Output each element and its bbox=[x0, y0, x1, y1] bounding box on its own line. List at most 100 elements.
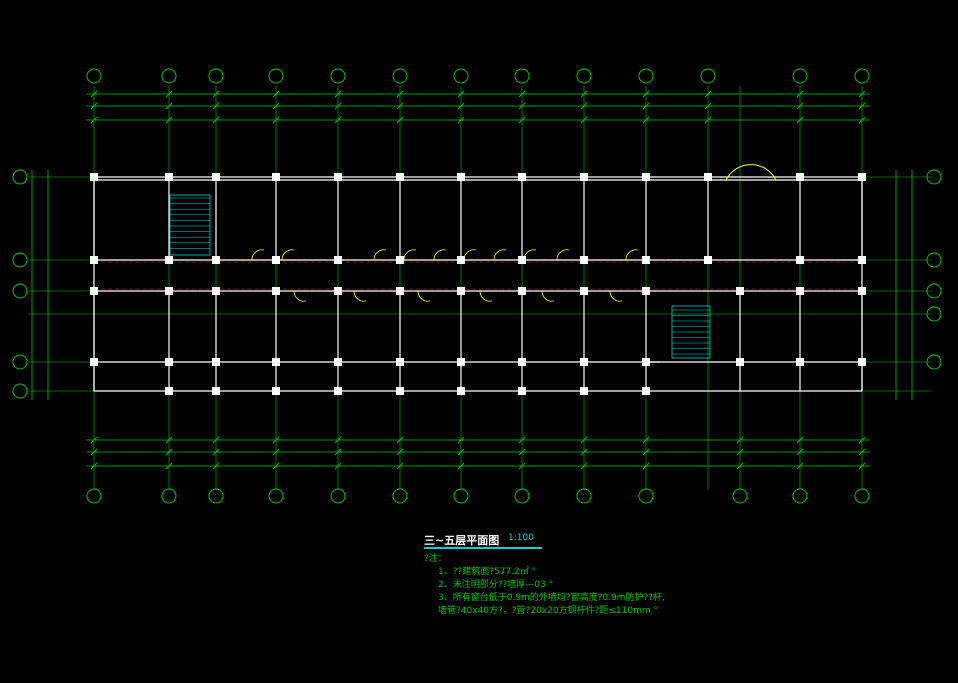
door-swing bbox=[353, 290, 367, 302]
dimension-tick bbox=[90, 462, 98, 470]
axis-bubble-bottom-circle bbox=[392, 488, 408, 504]
drawing-title: 三~五层平面图 bbox=[424, 534, 500, 547]
dimension-tick bbox=[334, 462, 342, 470]
column bbox=[457, 173, 465, 181]
axis-bubble-bottom-circle bbox=[854, 488, 870, 504]
axis-bubble-bottom-circle bbox=[330, 488, 346, 504]
dimension-tick bbox=[165, 462, 173, 470]
dimension-tick bbox=[90, 102, 98, 110]
column bbox=[518, 173, 526, 181]
dimension-tick bbox=[212, 116, 220, 124]
column bbox=[580, 173, 588, 181]
dimension-tick bbox=[165, 90, 173, 98]
axis-bubble-top-circle bbox=[700, 68, 716, 84]
dimension-tick bbox=[396, 448, 404, 456]
column bbox=[272, 173, 280, 181]
dimension-tick bbox=[165, 102, 173, 110]
column bbox=[858, 287, 866, 295]
column bbox=[165, 387, 173, 395]
column bbox=[457, 358, 465, 366]
column bbox=[396, 358, 404, 366]
dimension-tick bbox=[165, 116, 173, 124]
title-block: 三~五层平面图 1:100 bbox=[424, 532, 624, 552]
axis-bubble-bottom-circle bbox=[208, 488, 224, 504]
column bbox=[334, 287, 342, 295]
axis-bubble-top-circle bbox=[392, 68, 408, 84]
column bbox=[165, 256, 173, 264]
dimension-tick bbox=[212, 102, 220, 110]
column bbox=[212, 173, 220, 181]
column bbox=[90, 287, 98, 295]
column bbox=[518, 358, 526, 366]
column bbox=[518, 287, 526, 295]
column bbox=[334, 256, 342, 264]
door-swing bbox=[479, 290, 493, 302]
axis-bubble-right-circle bbox=[926, 252, 942, 268]
column bbox=[272, 287, 280, 295]
dimension-tick bbox=[518, 90, 526, 98]
column bbox=[396, 173, 404, 181]
axis-bubble-right-circle bbox=[926, 169, 942, 185]
column bbox=[704, 256, 712, 264]
dimension-tick bbox=[518, 436, 526, 444]
dimension-tick bbox=[796, 448, 804, 456]
dimension-tick bbox=[212, 462, 220, 470]
column bbox=[457, 287, 465, 295]
dimension-tick bbox=[396, 116, 404, 124]
column bbox=[642, 358, 650, 366]
dimension-tick bbox=[580, 448, 588, 456]
column bbox=[642, 256, 650, 264]
column bbox=[334, 358, 342, 366]
note-item: 3、所有窗台低于0.9m的外墙均?窗高度?0.9m防护??杆, bbox=[438, 593, 665, 603]
axis-bubbles-right bbox=[926, 169, 942, 370]
column bbox=[396, 256, 404, 264]
column bbox=[272, 358, 280, 366]
column bbox=[642, 173, 650, 181]
axis-bubble-left-circle bbox=[12, 354, 28, 370]
columns bbox=[90, 173, 866, 395]
column bbox=[858, 173, 866, 181]
dimension-tick bbox=[272, 448, 280, 456]
stair-block bbox=[169, 194, 711, 359]
column bbox=[90, 173, 98, 181]
dimension-tick bbox=[457, 448, 465, 456]
dimension-tick bbox=[396, 462, 404, 470]
dimension-tick bbox=[272, 116, 280, 124]
axis-bubble-bottom-circle bbox=[732, 488, 748, 504]
column bbox=[165, 173, 173, 181]
column bbox=[580, 387, 588, 395]
column bbox=[396, 387, 404, 395]
axis-bubble-top-circle bbox=[268, 68, 284, 84]
dimension-tick bbox=[272, 462, 280, 470]
dimension-tick bbox=[334, 116, 342, 124]
door-swing bbox=[625, 249, 639, 261]
dimension-tick bbox=[796, 462, 804, 470]
dimension-tick bbox=[90, 436, 98, 444]
axis-bubble-left-circle bbox=[12, 283, 28, 299]
dimension-tick bbox=[642, 116, 650, 124]
column bbox=[212, 287, 220, 295]
column bbox=[90, 256, 98, 264]
drawing-scale: 1:100 bbox=[508, 533, 534, 543]
dimension-tick bbox=[518, 102, 526, 110]
dimension-tick bbox=[858, 116, 866, 124]
dimension-tick bbox=[704, 90, 712, 98]
axis-bubble-top-circle bbox=[854, 68, 870, 84]
stair-outline-west bbox=[169, 194, 211, 256]
door-swing bbox=[556, 249, 570, 261]
door-swing bbox=[293, 290, 307, 302]
dimension-tick bbox=[858, 436, 866, 444]
axis-bubble-left-circle bbox=[12, 252, 28, 268]
dimension-tick bbox=[736, 436, 744, 444]
note-item: 2、未注明部分??墙厚—03 ° bbox=[438, 580, 554, 590]
column bbox=[796, 256, 804, 264]
dimension-tick bbox=[704, 116, 712, 124]
column bbox=[212, 358, 220, 366]
dimension-tick bbox=[642, 436, 650, 444]
dimension-tick bbox=[580, 436, 588, 444]
dimension-tick bbox=[272, 436, 280, 444]
column bbox=[457, 256, 465, 264]
door-swing bbox=[609, 290, 623, 302]
axis-bubbles-left bbox=[12, 169, 28, 399]
axis-bubble-top-circle bbox=[576, 68, 592, 84]
